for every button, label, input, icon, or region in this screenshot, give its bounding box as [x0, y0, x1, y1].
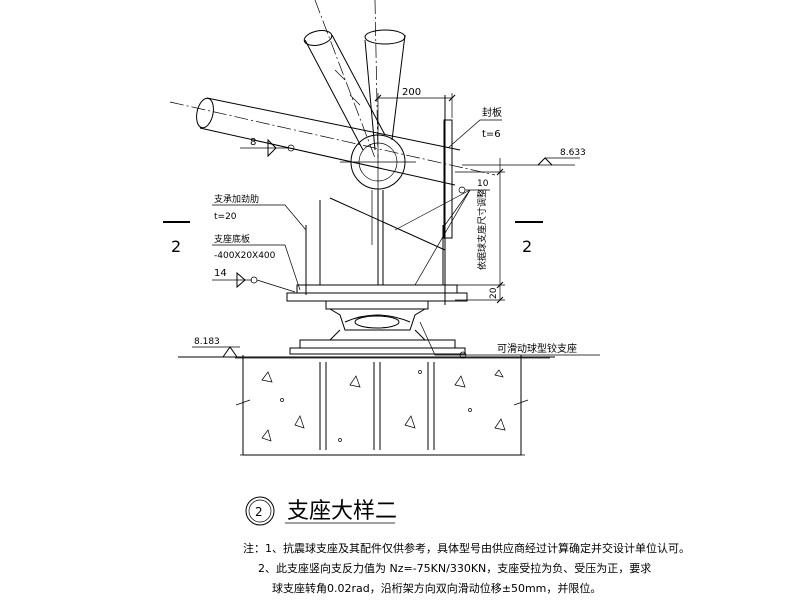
elevation-top: 8.633: [560, 148, 586, 158]
end-plate: [443, 95, 453, 305]
dimension-200: 200: [374, 87, 456, 130]
dim-200-text: 200: [402, 87, 421, 98]
vertical-dimension: 依据球支座尺寸调整 20: [455, 158, 505, 304]
grid-14-marker: 14: [212, 268, 296, 293]
upper-chord-pipe: [169, 97, 496, 186]
support-stiffener: [305, 190, 446, 295]
stiffener-thickness: t=20: [214, 212, 237, 222]
detail-title: 2 支座大样二: [245, 496, 397, 526]
end-plate-label: 封板: [482, 106, 502, 119]
stiffener-callout: 支承加劲肋 t=20: [212, 193, 307, 231]
section-left-number: 2: [171, 237, 181, 256]
note-line-1: 注：1、抗震球支座及其配件仅供参考，具体型号由供应商经过计算确定并交设计单位认可…: [243, 541, 690, 555]
node-ball: [340, 124, 416, 200]
note-line-3: 球支座转角0.02rad，沿桁架方向双向滑动位移±50mm，并限位。: [272, 581, 601, 595]
section-right-number: 2: [522, 237, 532, 256]
elevation-bottom: 8.183: [194, 337, 220, 347]
elevation-top-marker: 8.633: [462, 148, 586, 166]
section-marker-left: 2: [163, 221, 190, 256]
stiffener-label: 支承加劲肋: [214, 193, 259, 205]
anchor-bolts: [319, 362, 435, 450]
section-marker-right: 2: [515, 221, 543, 256]
weld-marker-right: 10: [394, 179, 490, 286]
base-plate-label: 支座底板: [214, 233, 250, 245]
bearing-callout: 可滑动球型铰支座: [419, 321, 600, 359]
grid-14-text: 14: [214, 268, 227, 279]
dim-20-text: 20: [489, 287, 499, 299]
title-number: 2: [255, 505, 263, 519]
base-plate-size: -400X20X400: [214, 251, 276, 261]
dim-10-text: 10: [477, 179, 489, 189]
spherical-bearing: [289, 300, 466, 355]
elevation-bottom-marker: 8.183: [180, 337, 243, 358]
vertical-note: 依据球支座尺寸调整: [476, 189, 488, 270]
end-plate-callout: 封板 t=6: [447, 106, 502, 149]
base-plate: [286, 284, 468, 302]
grid-8-marker: 8: [240, 137, 295, 158]
concrete-base: [178, 355, 555, 456]
title-text: 支座大样二: [287, 499, 397, 524]
bearing-label: 可滑动球型铰支座: [497, 342, 577, 355]
end-plate-thickness: t=6: [482, 129, 501, 140]
web-pipes: [303, 0, 406, 159]
grid-8-text: 8: [250, 137, 256, 148]
notes: 注：1、抗震球支座及其配件仅供参考，具体型号由供应商经过计算确定并交设计单位认可…: [243, 541, 690, 595]
concrete-hatch: [261, 369, 506, 442]
note-line-2: 2、此支座竖向支反力值为 Nz=-75KN/330KN，支座受拉为负、受压为正，…: [258, 561, 651, 575]
base-plate-callout: 支座底板 -400X20X400: [212, 233, 301, 291]
